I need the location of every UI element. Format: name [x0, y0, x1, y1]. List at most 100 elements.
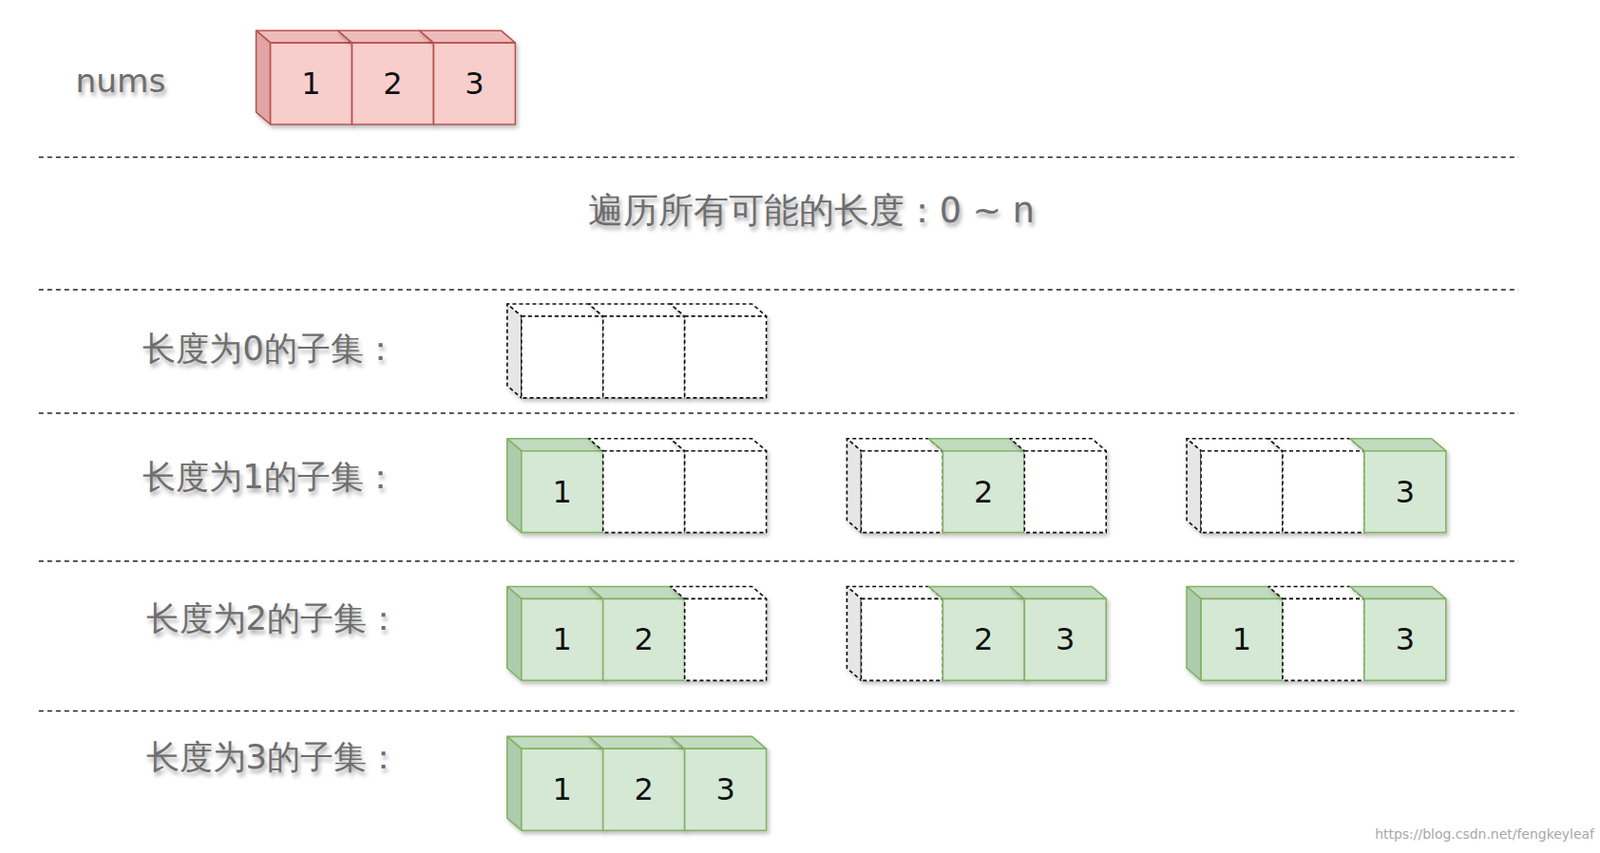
cell-number: 1 [552, 774, 572, 805]
cube-front [1024, 598, 1106, 681]
cube-top [1009, 438, 1106, 452]
cube-top [589, 587, 686, 600]
cube-front [1364, 598, 1447, 681]
cube-cell [1009, 438, 1106, 534]
cube-top [1350, 587, 1447, 600]
cube-front [603, 451, 686, 534]
array-name: nums [75, 61, 166, 101]
cell-number: 2 [382, 68, 402, 99]
cube-cell [256, 30, 353, 125]
cube-cell [670, 736, 767, 831]
subset-cell: 1 [521, 748, 604, 831]
cube-cell [589, 438, 686, 534]
cube-cell [1186, 438, 1283, 534]
subset-cell: 3 [1024, 598, 1106, 681]
cube-top [507, 736, 604, 749]
heading-text: 遍历所有可能的长度：0 ~ n [588, 190, 1035, 232]
separator-line [38, 288, 1519, 291]
cell-number: 1 [552, 624, 572, 655]
cube-cell [1350, 587, 1447, 682]
cell-number: 2 [973, 476, 993, 508]
cube-top [507, 304, 604, 317]
cube-top [1186, 438, 1283, 452]
subset-cell: 2 [603, 598, 686, 681]
cube-front [685, 316, 767, 399]
cell-number: 3 [464, 68, 484, 99]
cube-top [338, 30, 435, 43]
subset-cell: 1 [1200, 598, 1283, 681]
cell-number: 2 [633, 774, 653, 805]
cube-front [860, 451, 943, 534]
cube-top [846, 587, 943, 600]
cube-front [270, 42, 353, 125]
cube-top [1268, 438, 1365, 452]
cube-top [1268, 587, 1365, 600]
cube-cell [1350, 438, 1447, 534]
cube-cell [338, 30, 435, 125]
cell-number: 3 [1395, 476, 1415, 508]
separator-line [38, 156, 1519, 159]
cube-front [685, 451, 767, 534]
cell-number: 3 [1055, 624, 1075, 655]
cube-front [603, 748, 686, 831]
cube-cell [928, 587, 1025, 682]
cube-cell [670, 438, 767, 534]
input-cell: 1 [270, 42, 353, 125]
cube-top [846, 438, 943, 452]
cube-front [521, 748, 604, 831]
cube-top [1009, 587, 1106, 600]
subset-cell: 2 [942, 598, 1025, 681]
cube-cell [589, 736, 686, 831]
cube-front [1200, 598, 1283, 681]
cube-cell [589, 304, 686, 399]
cube-top [507, 438, 604, 452]
cube-cell [670, 587, 767, 682]
row-label: 长度为3的子集： [146, 737, 401, 779]
cube-top [589, 736, 686, 749]
watermark: https://blog.csdn.net/fengkeyleaf [1374, 826, 1595, 843]
cube-cell [1268, 438, 1365, 534]
separator-line [38, 560, 1519, 563]
cube-front [1282, 598, 1365, 681]
cube-cell [507, 438, 604, 534]
cube-top [507, 587, 604, 600]
subset-cell: 3 [1364, 451, 1447, 534]
separator-line [38, 412, 1519, 415]
cube-side [507, 438, 522, 534]
cube-top [928, 587, 1025, 600]
cube-front [685, 598, 767, 681]
cube-side [256, 30, 271, 125]
cube-cell [507, 736, 604, 831]
cell-number: 1 [552, 476, 572, 508]
cube-cell [507, 304, 604, 399]
cube-cell [846, 587, 943, 682]
subset-cell: 2 [942, 451, 1025, 534]
cell-number: 1 [301, 68, 321, 99]
cell-number: 2 [973, 624, 993, 655]
cube-top [1186, 587, 1283, 600]
cube-top [670, 736, 767, 749]
cube-front [433, 42, 515, 125]
cube-front [1024, 451, 1106, 534]
subset-cell: 1 [521, 598, 604, 681]
cube-top [589, 304, 686, 317]
cell-number: 3 [1395, 624, 1415, 655]
cube-front [521, 598, 604, 681]
cell-number: 3 [715, 774, 735, 805]
cube-side [846, 587, 861, 682]
cube-front [352, 42, 435, 125]
cube-front [860, 598, 943, 681]
cube-side [507, 736, 522, 831]
cube-front [1200, 451, 1283, 534]
cube-top [256, 30, 353, 43]
cube-side [1186, 438, 1201, 534]
input-cell: 3 [433, 42, 515, 125]
cube-front [521, 316, 604, 399]
cube-cell [928, 438, 1025, 534]
cube-cell [507, 587, 604, 682]
cube-cell [1009, 587, 1106, 682]
cube-top [670, 587, 767, 600]
cube-cell [589, 587, 686, 682]
cell-number: 2 [633, 624, 653, 655]
